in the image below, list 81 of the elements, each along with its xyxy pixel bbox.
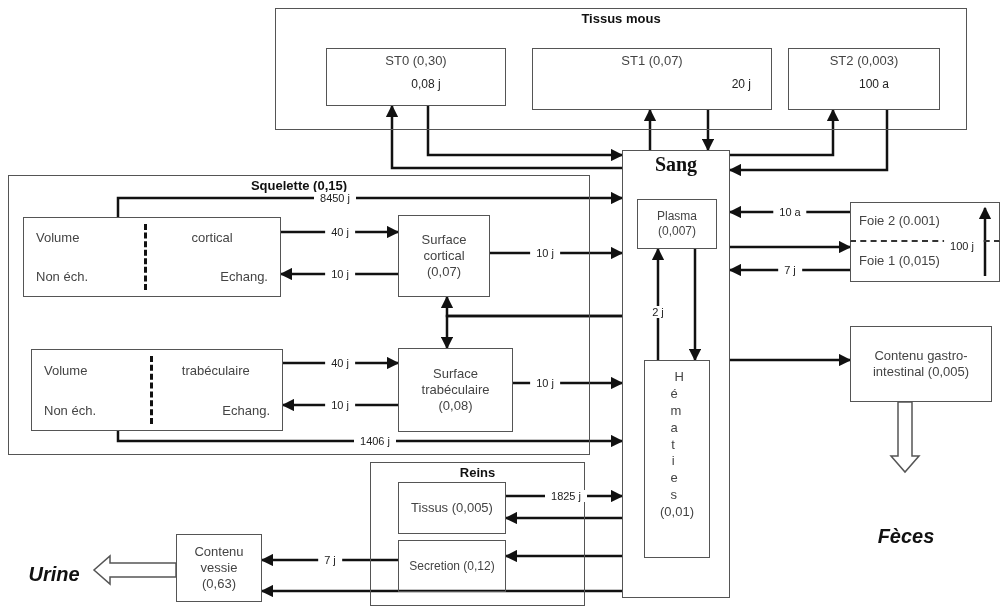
arrow: [440, 314, 622, 350]
edge-label: 7 j: [318, 554, 342, 566]
compartment-label: Echang.: [219, 269, 269, 284]
compartment-label: Volume: [35, 230, 81, 245]
half-life-label: 0,08 j: [411, 77, 441, 92]
edge-label: 100 j: [944, 240, 980, 252]
half-life-label: 100 a: [859, 77, 889, 92]
compartment-box: [31, 349, 283, 431]
compartment-label: (0,01): [660, 504, 694, 521]
compartment-label: Volume: [43, 362, 89, 378]
hollow-arrow: [92, 554, 177, 586]
compartment-label: Surface cortical (0,07): [420, 231, 468, 281]
compartment-label: cortical: [190, 230, 234, 245]
half-life-label: 20 j: [731, 77, 751, 92]
compartment-label: ST1 (0,07): [621, 53, 683, 70]
arrow: [385, 104, 622, 170]
compartment-label: Contenu gastro-intestinal (0,005): [871, 347, 971, 381]
compartment-label: Non éch.: [43, 402, 98, 418]
compartment-box: [850, 326, 992, 402]
edge-label: 10 j: [325, 399, 355, 411]
compartment-label: Non éch.: [35, 269, 90, 284]
arrow: [426, 106, 624, 162]
compartment-box: [398, 348, 513, 432]
arrow: [978, 206, 992, 276]
compartment-box: [176, 534, 262, 602]
group-title: Reins: [459, 465, 496, 480]
compartment-label: Hématies: [670, 369, 684, 505]
edge-label: 7 j: [778, 264, 802, 276]
arrow: [688, 249, 702, 362]
group-title: Tissus mous: [581, 11, 661, 26]
hollow-arrow: [889, 401, 921, 474]
group-box: [275, 8, 967, 130]
arrow: [730, 108, 840, 157]
edge-label: 10 j: [530, 247, 560, 259]
compartment-box: [398, 540, 506, 592]
compartment-box: [532, 48, 772, 110]
edge-label: 1825 j: [545, 490, 587, 502]
arrow: [260, 553, 398, 567]
arrow: [504, 549, 622, 563]
group-title: Sang: [654, 153, 698, 176]
compartment-label: Tissus (0,005): [411, 499, 493, 517]
arrow: [643, 108, 657, 150]
arrow: [504, 511, 622, 525]
compartment-box: [23, 217, 281, 297]
arrow: [728, 263, 850, 277]
arrow: [730, 240, 852, 254]
edge-label: 1406 j: [354, 435, 396, 447]
group-title: Squelette (0,15): [250, 178, 348, 193]
arrow: [701, 110, 715, 152]
compartment-box: [637, 199, 717, 249]
compartment-label: ST2 (0,003): [829, 53, 899, 70]
compartment-label: Surface trabéculaire (0,08): [420, 365, 491, 415]
edge-label: 40 j: [325, 226, 355, 238]
arrow: [116, 431, 624, 448]
edge-label: 10 j: [530, 377, 560, 389]
edge-label: 10 j: [325, 268, 355, 280]
arrow: [116, 191, 624, 217]
compartment-label: Plasma (0,007): [656, 209, 698, 239]
compartment-label: Echang.: [221, 402, 271, 418]
arrow: [730, 353, 852, 367]
arrow: [728, 110, 889, 177]
group-box: [370, 462, 585, 606]
output-label: Fèces: [877, 525, 935, 548]
compartment-box: [398, 215, 490, 297]
compartment-label: Secretion (0,12): [409, 558, 495, 574]
compartment-box: [788, 48, 940, 110]
edge-label: 40 j: [325, 357, 355, 369]
compartment-box: [644, 360, 710, 558]
compartment-label: Contenu vessie (0,63): [193, 543, 245, 593]
compartment-label: ST0 (0,30): [385, 53, 447, 70]
compartment-box: [326, 48, 506, 106]
arrow: [260, 584, 622, 598]
compartment-label: Foie 2 (0.001): [859, 213, 940, 230]
arrow: [651, 247, 665, 360]
compartment-box: [622, 150, 730, 598]
compartment-label: Foie 1 (0,015): [859, 253, 940, 270]
compartment-box: [398, 482, 506, 534]
edge-label: 8450 j: [314, 192, 356, 204]
output-label: Urine: [28, 563, 80, 586]
compartment-label: trabéculaire: [180, 362, 251, 378]
edge-label: 10 a: [773, 206, 807, 218]
